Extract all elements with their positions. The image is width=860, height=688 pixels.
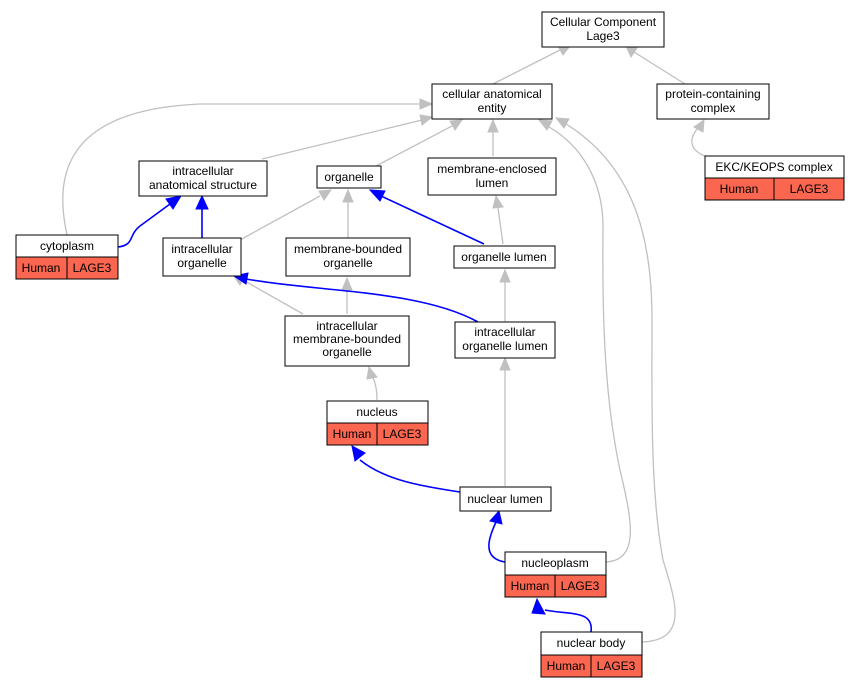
arrowhead-ekc-pcc	[693, 118, 705, 133]
node-label-line2: membrane-bounded	[293, 332, 401, 346]
edges	[62, 45, 706, 643]
gene-label: LAGE3	[597, 659, 636, 673]
species-label: Human	[22, 261, 61, 275]
node-label-line2: organelle	[323, 256, 373, 270]
species-label: Human	[511, 579, 550, 593]
node-label-line3: organelle	[322, 345, 372, 359]
node-label-line2: Lage3	[586, 29, 620, 43]
edge-cae-to-root	[492, 49, 561, 85]
node-cellular-anatomical-entity[interactable]: cellular anatomical entity	[431, 83, 553, 120]
edge-ias-to-cae	[261, 119, 423, 160]
edge-ol-to-organelle[interactable]	[380, 195, 485, 245]
node-intracellular-anatomical-structure[interactable]: intracellular anatomical structure	[138, 160, 268, 197]
node-title: cytoplasm	[40, 239, 94, 253]
arrowhead-ol-mel	[492, 194, 504, 209]
edge-nucleoplasm-to-cae	[548, 126, 631, 563]
edge-ekc-to-pcc	[691, 127, 706, 157]
edge-nl-to-nucleus[interactable]	[359, 459, 461, 493]
node-nucleoplasm[interactable]: nucleoplasm Human LAGE3	[504, 551, 607, 598]
arrowhead-ol-organelle	[368, 189, 386, 202]
edge-organelle-to-cae	[375, 125, 453, 167]
edge-nucleoplasm-to-nl[interactable]	[488, 521, 506, 563]
arrowhead-organelle-cae	[449, 119, 464, 131]
edge-nuclearbody-to-cae	[565, 123, 676, 643]
edge-nuclearbody-to-nucleoplasm[interactable]	[544, 609, 592, 633]
edge-pcc-to-root	[633, 51, 686, 85]
node-label-line1: membrane-enclosed	[437, 162, 546, 176]
node-title: nuclear body	[557, 636, 626, 650]
edge-cytoplasm-to-ias[interactable]	[117, 203, 171, 248]
gene-label: LAGE3	[73, 261, 112, 275]
species-label: Human	[720, 182, 759, 196]
node-label-line1: Cellular Component	[550, 15, 657, 29]
node-label-line2: entity	[478, 101, 507, 115]
arrowhead-io-ias	[195, 194, 209, 210]
arrowhead-mel-cae	[487, 118, 499, 133]
node-intracellular-organelle-lumen[interactable]: intracellular organelle lumen	[454, 321, 556, 359]
arrowhead-cytoplasm-ias	[165, 195, 183, 210]
species-label: Human	[547, 659, 586, 673]
arrowhead-pcc-root	[625, 45, 638, 59]
node-label-line2: complex	[691, 101, 736, 115]
node-nuclear-body[interactable]: nuclear body Human LAGE3	[540, 631, 643, 678]
node-title: organelle lumen	[461, 250, 546, 264]
arrowhead-nuclearbody-nucleoplasm	[531, 597, 546, 615]
node-label-line1: protein-containing	[665, 87, 760, 101]
node-title: nucleus	[356, 405, 397, 419]
edge-imbo-to-io	[242, 279, 304, 315]
node-label-line1: intracellular	[172, 164, 233, 178]
node-organelle-lumen[interactable]: organelle lumen	[453, 245, 556, 269]
node-protein-containing-complex[interactable]: protein-containing complex	[656, 83, 770, 120]
node-organelle[interactable]: organelle	[316, 165, 382, 189]
arrowhead-nucleus-imbo	[366, 365, 378, 380]
node-label-line1: intracellular	[316, 319, 377, 333]
node-intracellular-membrane-bounded-organelle[interactable]: intracellular membrane-bounded organelle	[284, 315, 410, 367]
edge-io-to-organelle	[239, 195, 321, 241]
node-title: EKC/KEOPS complex	[715, 160, 832, 174]
arrowhead-nuclearbody-cae	[554, 117, 570, 129]
arrowhead-ias-cae	[419, 114, 434, 126]
node-label-line1: intracellular	[171, 242, 232, 256]
edge-nucleus-to-imbo	[372, 377, 378, 401]
arrowhead-nucleoplasm-cae	[537, 119, 553, 131]
node-membrane-bounded-organelle[interactable]: membrane-bounded organelle	[285, 237, 411, 277]
node-intracellular-organelle[interactable]: intracellular organelle	[162, 237, 242, 277]
node-label-line2: anatomical structure	[149, 178, 257, 192]
arrowhead-iol-ol	[499, 268, 511, 283]
node-label-line2: organelle	[177, 256, 227, 270]
arrowhead-io-organelle	[318, 189, 333, 201]
gene-label: LAGE3	[561, 579, 600, 593]
arrowhead-cytoplasm-cae	[419, 98, 434, 110]
species-label: Human	[333, 427, 372, 441]
node-nuclear-lumen[interactable]: nuclear lumen	[459, 486, 552, 512]
arrowhead-nucleoplasm-nl	[489, 509, 503, 525]
node-label-line1: cellular anatomical	[442, 87, 541, 101]
node-cellular-component-root[interactable]: Cellular Component Lage3	[541, 11, 665, 48]
node-title: nucleoplasm	[521, 556, 588, 570]
node-nucleus[interactable]: nucleus Human LAGE3	[326, 400, 429, 446]
arrowhead-imbo-mbo	[341, 276, 353, 291]
node-ekc-keops-complex[interactable]: EKC/KEOPS complex Human LAGE3	[704, 155, 845, 201]
arrowhead-nl-nucleus	[351, 445, 366, 462]
arrowhead-mbo-organelle	[342, 188, 354, 203]
edge-iol-to-io[interactable]	[245, 278, 479, 323]
gene-label: LAGE3	[790, 182, 829, 196]
edge-ol-to-mel	[497, 207, 504, 245]
arrowhead-nl-iol	[499, 356, 511, 371]
edge-cytoplasm-to-cae	[62, 103, 420, 236]
node-label-line2: organelle lumen	[462, 339, 547, 353]
node-title: nuclear lumen	[467, 492, 542, 506]
node-membrane-enclosed-lumen[interactable]: membrane-enclosed lumen	[427, 157, 557, 196]
node-label-line1: membrane-bounded	[294, 242, 402, 256]
node-label-line1: intracellular	[474, 325, 535, 339]
node-cytoplasm[interactable]: cytoplasm Human LAGE3	[15, 234, 119, 280]
node-label-line2: lumen	[476, 176, 509, 190]
gene-label: LAGE3	[383, 427, 422, 441]
node-title: organelle	[324, 170, 374, 184]
